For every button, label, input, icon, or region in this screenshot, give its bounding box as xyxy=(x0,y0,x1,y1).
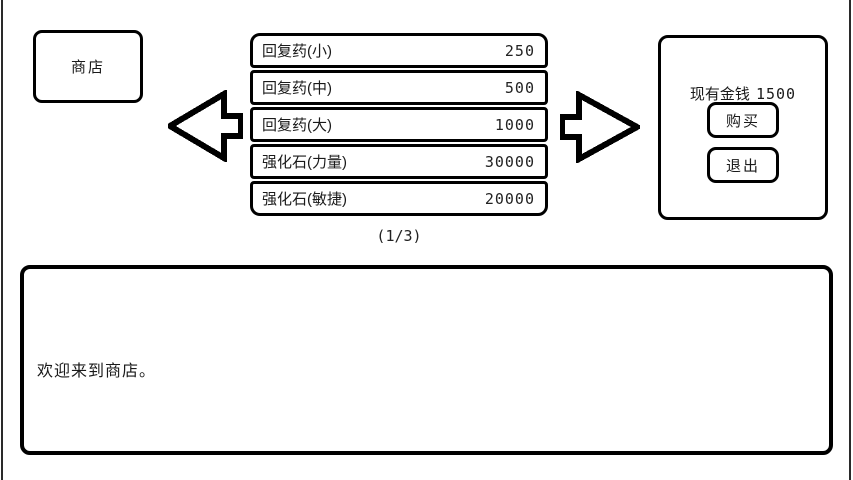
shop-item-list: 回复药(小) 250 回复药(中) 500 回复药(大) 1000 强化石(力量… xyxy=(250,33,548,216)
item-price-label: 250 xyxy=(504,41,535,60)
screen-frame-left-line xyxy=(1,0,3,480)
money-value: 1500 xyxy=(755,85,797,103)
item-name-label: 回复药(小) xyxy=(262,43,332,60)
item-price-label: 1000 xyxy=(494,115,535,134)
shop-item-row[interactable]: 强化石(敏捷) 20000 xyxy=(250,181,548,216)
item-price-label: 500 xyxy=(504,78,535,97)
exit-button[interactable]: 退出 xyxy=(707,147,779,183)
screen-frame-right-line xyxy=(849,0,851,480)
item-name-label: 回复药(中) xyxy=(262,80,332,97)
buy-button[interactable]: 购买 xyxy=(707,102,779,138)
shop-item-row[interactable]: 强化石(力量) 30000 xyxy=(250,144,548,179)
shop-item-row[interactable]: 回复药(中) 500 xyxy=(250,70,548,105)
shop-title-box: 商店 xyxy=(33,30,143,103)
item-name-label: 强化石(力量) xyxy=(262,154,347,171)
shop-title-label: 商店 xyxy=(70,59,105,76)
item-price-label: 30000 xyxy=(484,152,535,171)
message-window: 欢迎来到商店。 xyxy=(20,265,833,455)
item-name-label: 回复药(大) xyxy=(262,117,332,134)
shop-item-row[interactable]: 回复药(小) 250 xyxy=(250,33,548,68)
item-price-label: 20000 xyxy=(484,189,535,208)
message-text: 欢迎来到商店。 xyxy=(37,363,157,380)
money-row: 现有金钱 1500 xyxy=(661,83,825,104)
prev-page-button[interactable] xyxy=(164,88,244,164)
left-arrow-icon xyxy=(164,88,244,164)
page-indicator: (1/3) xyxy=(376,227,422,245)
right-arrow-icon xyxy=(559,89,644,165)
money-label: 现有金钱 xyxy=(689,86,750,103)
wallet-panel: 现有金钱 1500 购买 退出 xyxy=(658,35,828,220)
item-name-label: 强化石(敏捷) xyxy=(262,191,347,208)
shop-item-row[interactable]: 回复药(大) 1000 xyxy=(250,107,548,142)
next-page-button[interactable] xyxy=(559,89,644,165)
